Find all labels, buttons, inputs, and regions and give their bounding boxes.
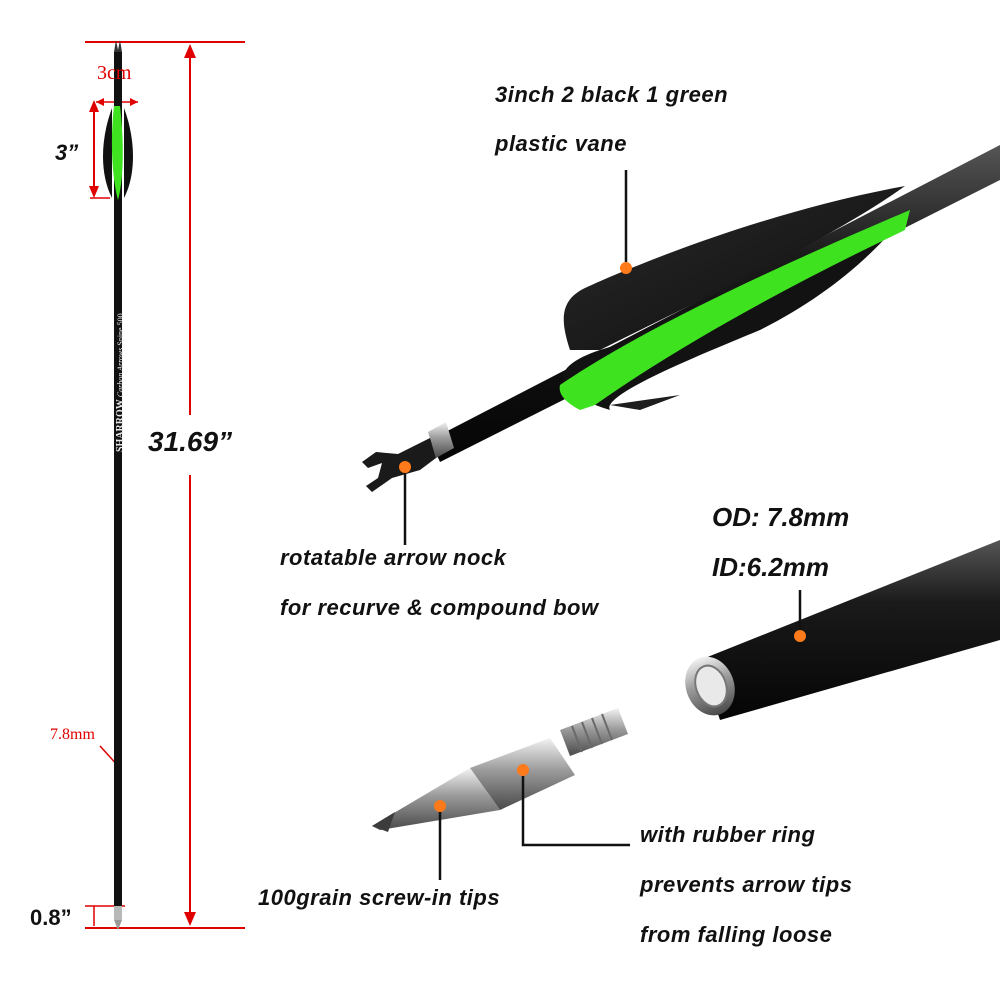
top-black-vane (103, 108, 112, 198)
tip-callout: 100grain screw-in tips (258, 885, 501, 910)
ring-marker (517, 764, 529, 776)
vane-arrow-up (89, 100, 99, 112)
top-green-vane (111, 106, 123, 200)
ring-leader (521, 776, 630, 847)
shaft-tube (700, 540, 1000, 720)
vane-length-label: 3” (55, 140, 79, 165)
vane-callout-line2: plastic vane (495, 131, 627, 156)
total-length-label: 31.69” (148, 426, 233, 457)
nock-callout-line2: for recurve & compound bow (280, 595, 599, 620)
vane-arrow-down (89, 186, 99, 198)
nock-marker (399, 461, 411, 473)
arrowhead-up (184, 44, 196, 58)
tip-point (372, 812, 395, 832)
tip-marker (434, 800, 446, 812)
id-label: ID:6.2mm (712, 552, 830, 582)
shaft-marker (794, 630, 806, 642)
black-vane-tail (610, 395, 680, 410)
vane-width-label: 3cm (97, 62, 132, 84)
shaft-end-inner (694, 664, 728, 708)
ring-callout-line2: prevents arrow tips (640, 872, 853, 897)
full-arrow-shaft (114, 52, 122, 908)
vane-width-arrow-right (130, 98, 138, 106)
nock-ring (428, 422, 454, 458)
arrowhead-down (184, 912, 196, 926)
green-vane (559, 210, 910, 410)
black-vane-upper (563, 186, 905, 350)
nock (362, 438, 436, 492)
vane-width-arrow-left (96, 98, 104, 106)
od-label: OD: 7.8mm (712, 502, 850, 532)
fletching-closeup (362, 145, 1000, 545)
tip-cone (372, 768, 500, 830)
nock-callout-line1: rotatable arrow nock (280, 545, 507, 570)
tip-thread (560, 708, 628, 756)
tip-closeup (372, 708, 630, 880)
shaft-closeup (685, 540, 1000, 720)
top-black-vane-right (124, 108, 133, 198)
vane-callout-line1: 3inch 2 black 1 green (495, 82, 729, 107)
bottom-tip-point (114, 920, 122, 930)
bottom-tip-insert (114, 906, 122, 920)
ring-callout-line1: with rubber ring (640, 822, 816, 847)
ring-callout-line3: from falling loose (640, 922, 833, 947)
top-nock (114, 40, 122, 52)
diameter-label: 7.8mm (50, 726, 95, 743)
tip-length-label: 0.8” (30, 905, 72, 930)
vane-marker (620, 262, 632, 274)
